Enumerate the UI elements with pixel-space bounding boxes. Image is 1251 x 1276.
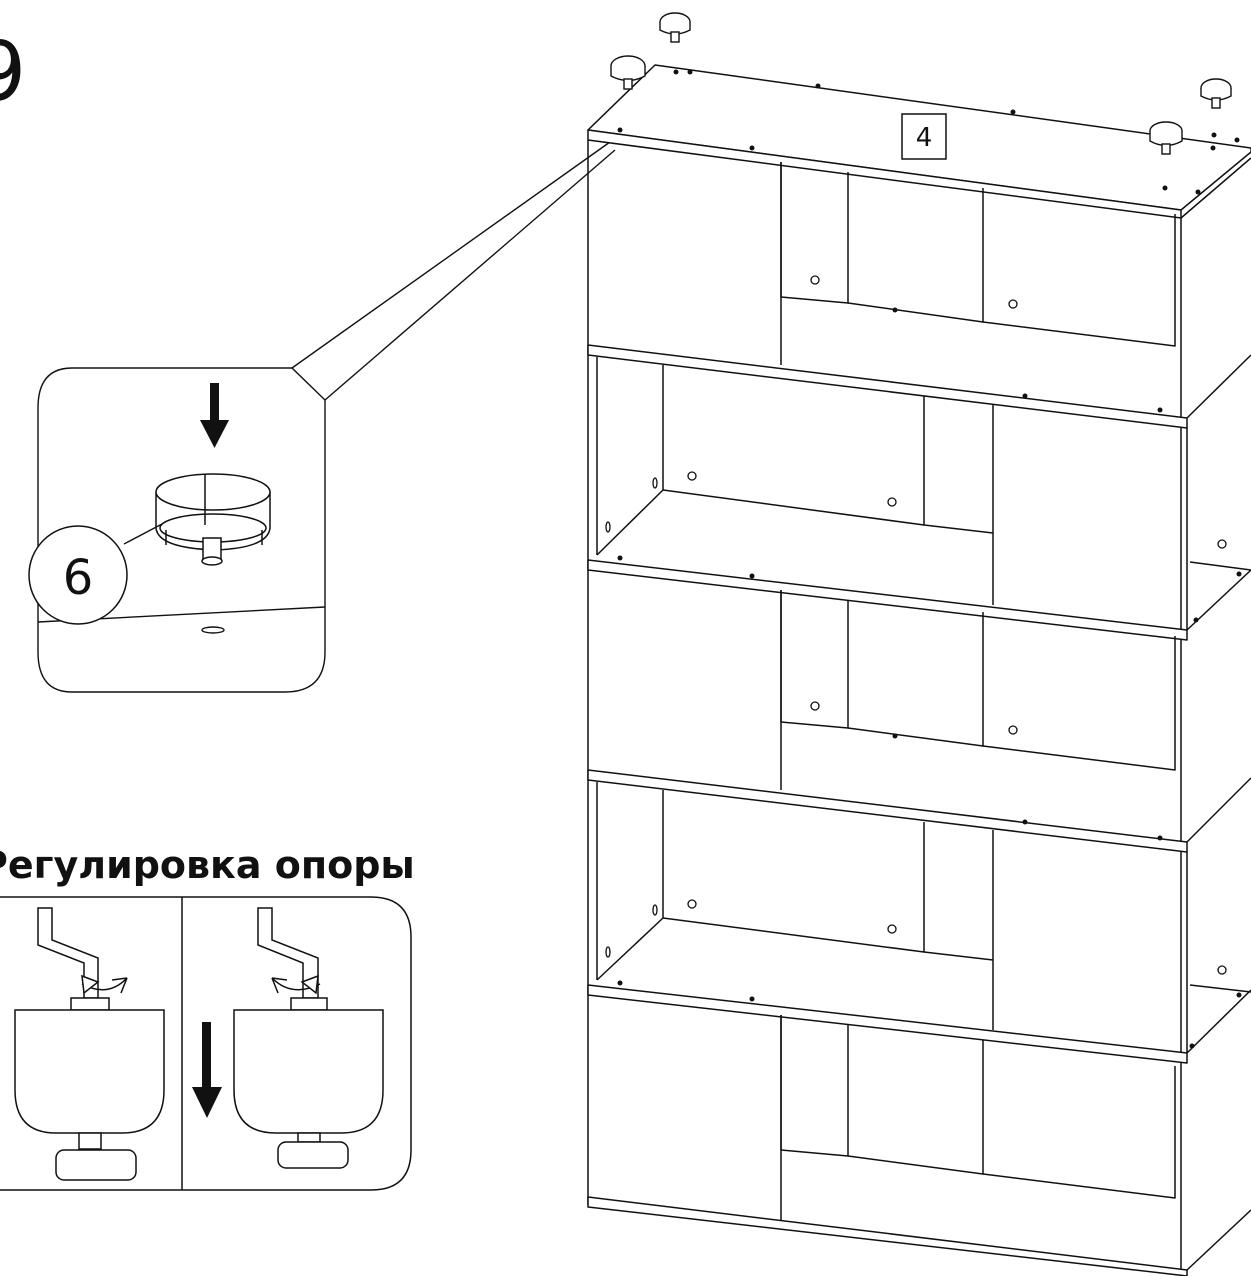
panel-label: 4 [916, 123, 933, 153]
bookcase-feet [610, 12, 1232, 155]
adjust-panel [0, 896, 412, 1191]
step-number: 9 [0, 25, 26, 120]
adjustable-foot-icon [155, 473, 271, 566]
detail-callout [37, 141, 616, 693]
foot-icon [659, 12, 691, 43]
part-callout: 6 [28, 523, 163, 625]
foot-icon [1149, 121, 1183, 155]
bookcase [587, 64, 1251, 1276]
bookcase-dots [617, 69, 1242, 1049]
panel-label-box: 4 [901, 113, 947, 160]
adjust-left [14, 907, 165, 1181]
arrow-down-icon [200, 383, 229, 448]
foot-icon [610, 55, 646, 90]
part-callout-number: 6 [63, 550, 94, 606]
adjust-right [233, 907, 384, 1169]
adjust-title: Регулировка опоры [0, 843, 415, 887]
foot-icon [1200, 78, 1232, 109]
bookcase-holes [605, 275, 1227, 975]
arrow-down-icon [192, 1022, 222, 1118]
